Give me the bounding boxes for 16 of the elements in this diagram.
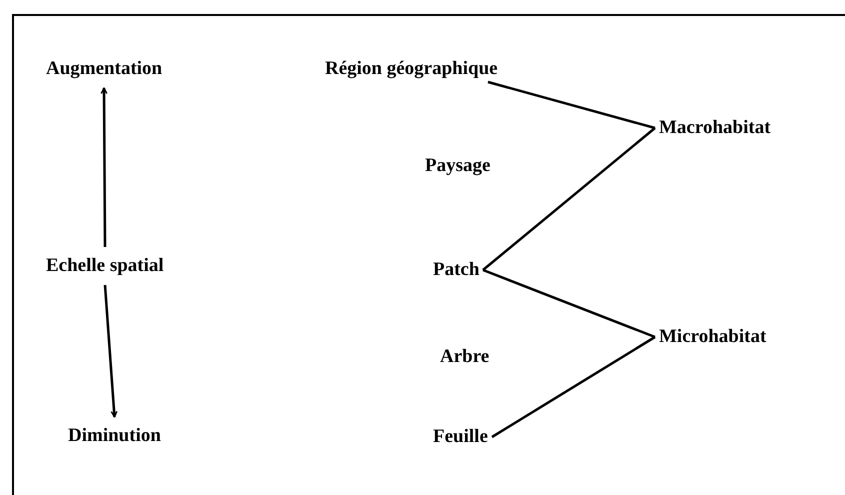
bracket-line — [488, 80, 656, 130]
scale-label: Augmentation — [46, 58, 162, 80]
scale-label: Diminution — [68, 425, 161, 447]
bracket-line — [491, 336, 656, 438]
bracket-line — [482, 127, 656, 271]
scale-label: Microhabitat — [659, 326, 766, 348]
scale-label: Arbre — [440, 346, 490, 368]
scale-label: Echelle spatial — [46, 255, 164, 277]
scale-label: Patch — [433, 259, 480, 281]
scale-label: Paysage — [425, 155, 490, 177]
scale-label: Macrohabitat — [659, 117, 771, 139]
scale-label: Feuille — [433, 426, 488, 448]
arrow — [100, 87, 108, 247]
bracket-line — [482, 268, 656, 338]
arrow — [104, 284, 118, 418]
scale-label: Région géographique — [325, 58, 498, 80]
